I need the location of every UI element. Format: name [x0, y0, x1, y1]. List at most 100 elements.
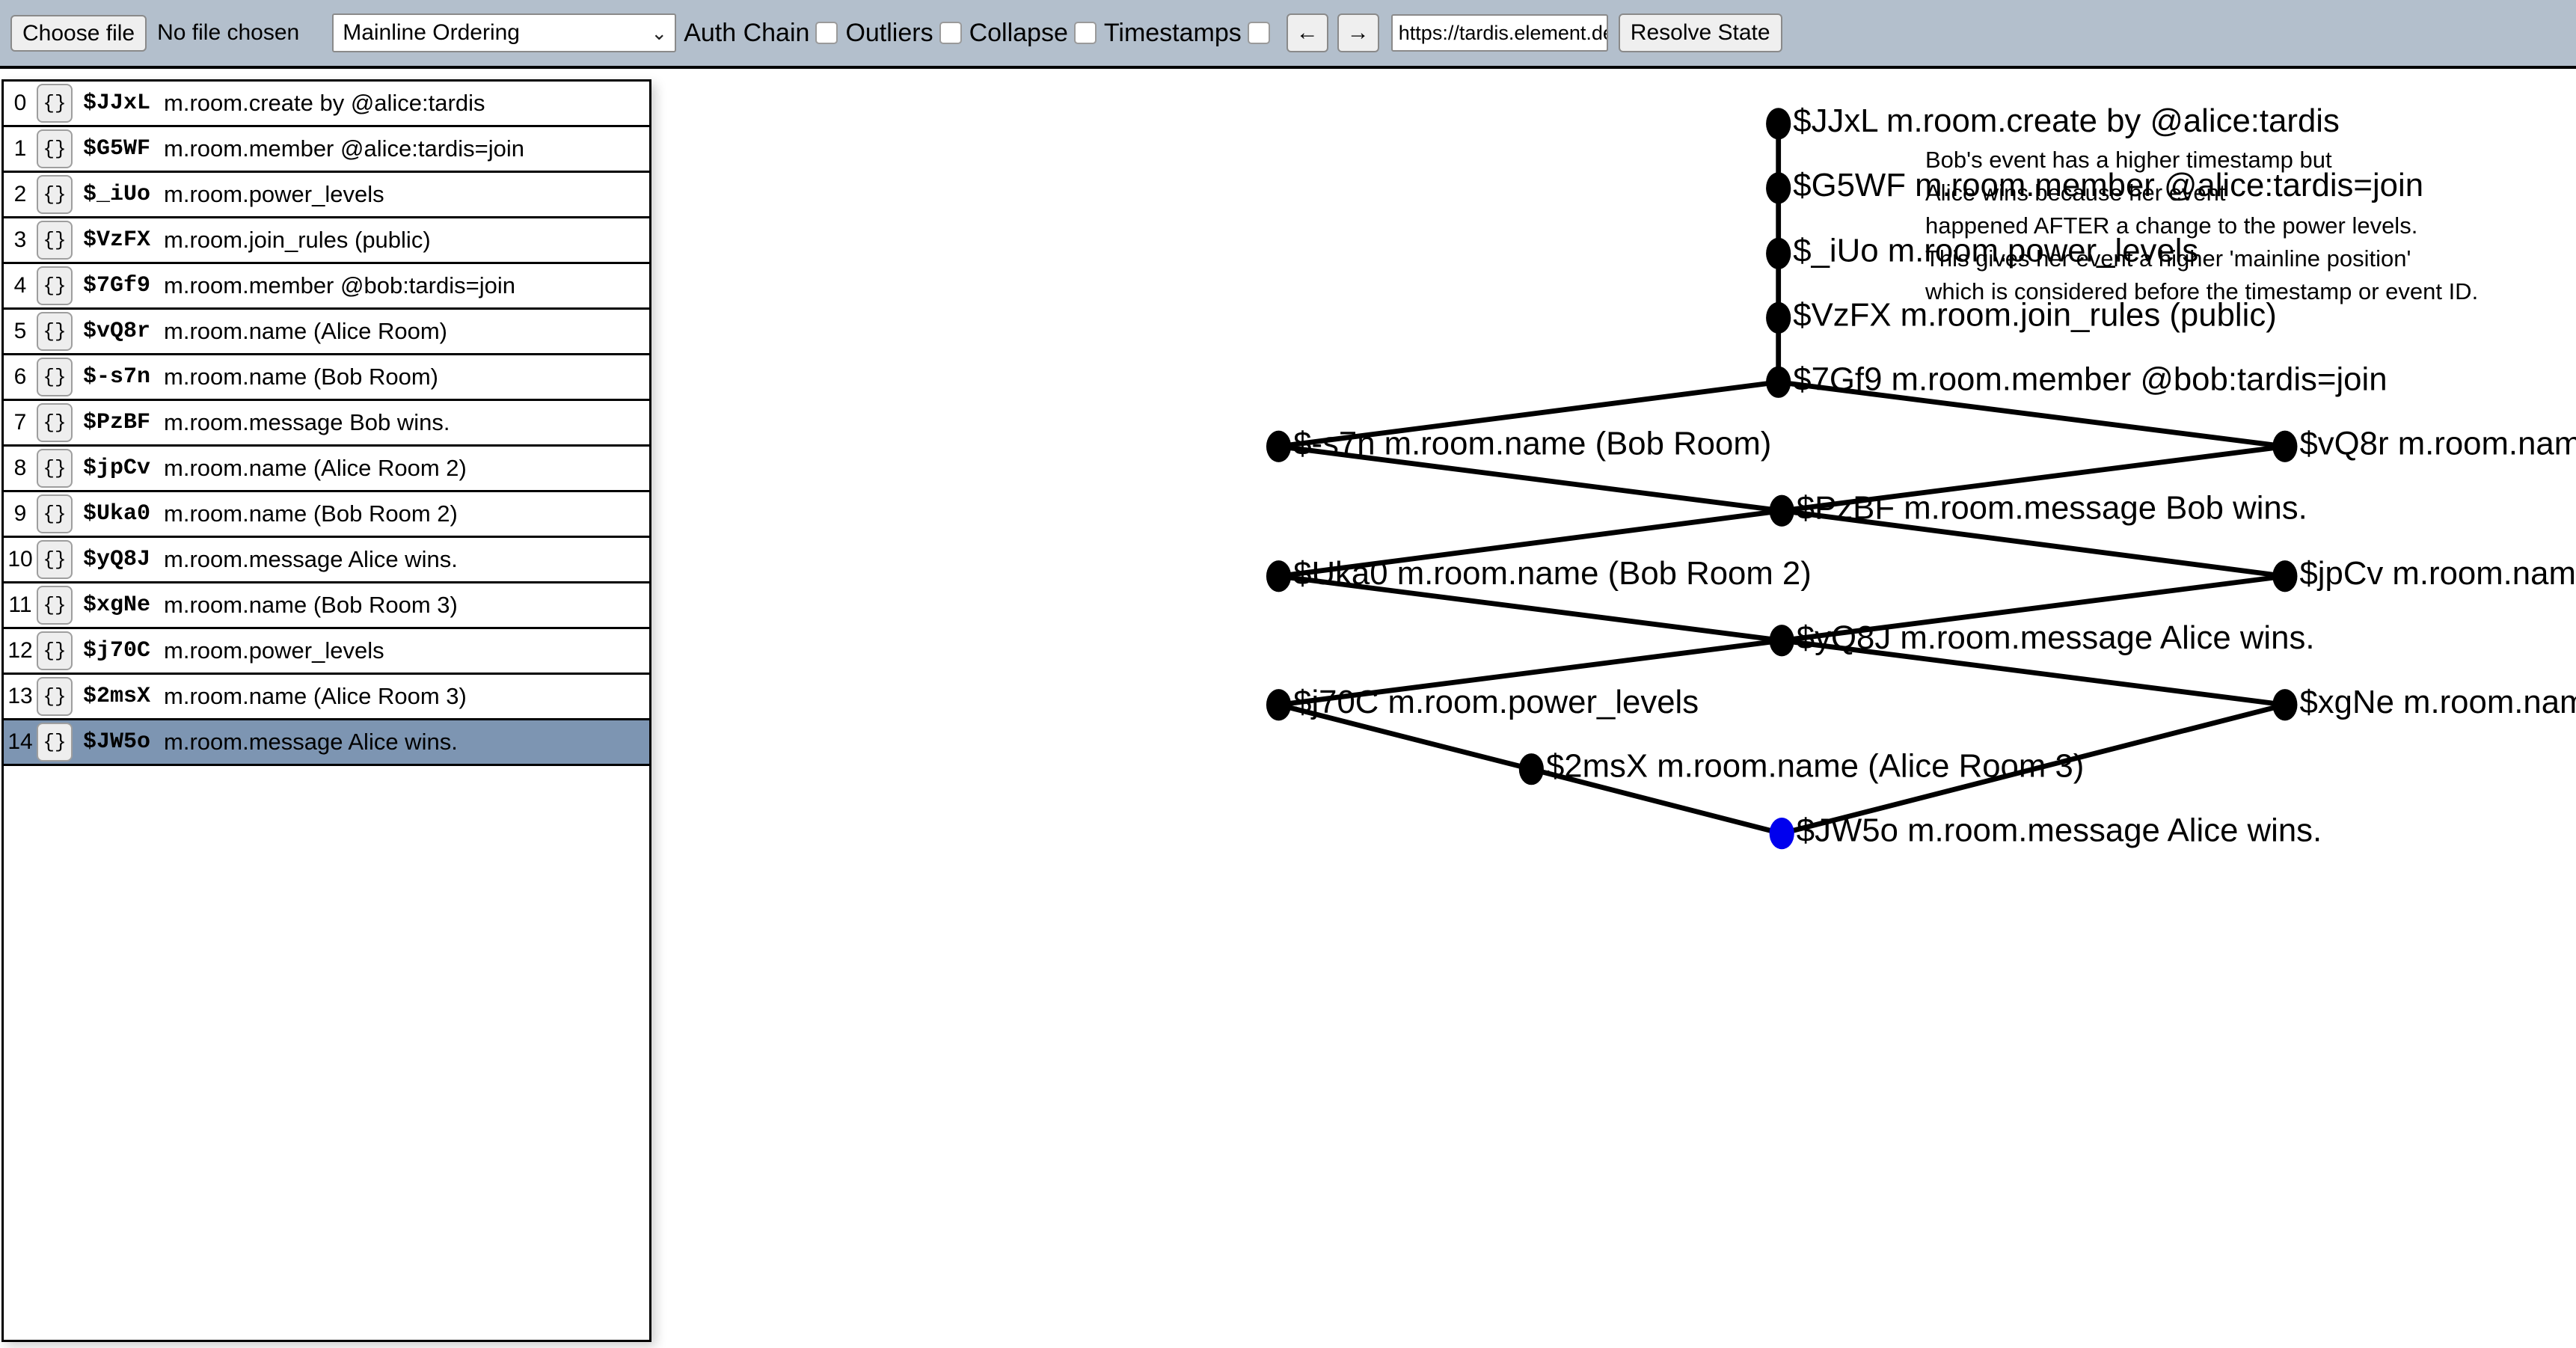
event-json-button[interactable]: {}: [37, 586, 73, 625]
graph-node-dot[interactable]: [1766, 237, 1791, 269]
event-row-description: m.room.create by @alice:tardis: [164, 90, 485, 116]
graph-node-dot[interactable]: [1766, 172, 1791, 204]
event-row-index: 14: [7, 729, 33, 754]
outliers-checkbox[interactable]: [939, 22, 962, 44]
graph-node-dot[interactable]: [1518, 753, 1544, 785]
auth-chain-checkbox[interactable]: [815, 22, 838, 44]
graph-node-dot[interactable]: [1266, 560, 1292, 592]
graph-edge: [1278, 508, 1782, 579]
collapse-label: Collapse: [969, 18, 1068, 47]
graph-node-label: $JJxL m.room.create by @alice:tardis: [1793, 102, 2340, 139]
graph-node[interactable]: $JJxL m.room.create by @alice:tardis: [1766, 102, 2340, 140]
graph-node[interactable]: $j70C m.room.power_levels: [1266, 684, 1699, 721]
graph-node[interactable]: $jpCv m.room.name (Alice Room 2): [2272, 555, 2576, 592]
graph-node-label: $PzBF m.room.message Bob wins.: [1797, 489, 2307, 526]
graph-node-dot[interactable]: [1769, 625, 1794, 657]
graph-node[interactable]: $_iUo m.room.power_levels: [1766, 232, 2198, 269]
event-row-description: m.room.name (Alice Room 2): [164, 455, 467, 481]
timestamps-checkbox[interactable]: [1247, 22, 1270, 44]
event-json-button[interactable]: {}: [37, 175, 73, 214]
graph-node[interactable]: $7Gf9 m.room.member @bob:tardis=join: [1766, 361, 2388, 398]
graph-node[interactable]: $-s7n m.room.name (Bob Room): [1266, 425, 1771, 462]
annotation-line: which is considered before the timestamp…: [1925, 278, 2479, 304]
event-json-button[interactable]: {}: [37, 677, 73, 716]
graph-node[interactable]: $Uka0 m.room.name (Bob Room 2): [1266, 555, 1812, 592]
arrow-right-icon[interactable]: →: [1337, 13, 1379, 52]
outliers-label: Outliers: [845, 18, 933, 47]
graph-node[interactable]: $JW5o m.room.message Alice wins.: [1769, 812, 2322, 850]
resolve-state-button[interactable]: Resolve State: [1618, 13, 1782, 52]
event-row-description: m.room.name (Alice Room): [164, 318, 447, 344]
event-row-description: m.room.name (Bob Room 3): [164, 592, 458, 618]
event-json-button[interactable]: {}: [37, 312, 73, 351]
event-row-index: 4: [13, 273, 27, 298]
event-row-id: $yQ8J: [83, 547, 151, 572]
graph-node-selected-dot[interactable]: [1769, 818, 1794, 850]
event-json-button[interactable]: {}: [37, 449, 73, 488]
graph-edge: [1781, 444, 2286, 514]
event-row-id: $PzBF: [83, 410, 151, 435]
arrow-left-icon[interactable]: ←: [1286, 13, 1328, 52]
graph-node-dot[interactable]: [2272, 430, 2298, 462]
event-json-button[interactable]: {}: [37, 403, 73, 442]
graph-node[interactable]: $VzFX m.room.join_rules (public): [1766, 296, 2277, 334]
event-json-button[interactable]: {}: [37, 358, 73, 396]
event-row-description: m.room.message Bob wins.: [164, 409, 450, 435]
graph-node-dot[interactable]: [1266, 430, 1292, 462]
graph-node-label: $yQ8J m.room.message Alice wins.: [1797, 619, 2315, 656]
graph-node-dot[interactable]: [1766, 108, 1791, 140]
collapse-checkbox[interactable]: [1073, 22, 1097, 44]
graph-node-dot[interactable]: [1766, 366, 1791, 398]
event-json-button[interactable]: {}: [37, 84, 73, 123]
event-json-button[interactable]: {}: [37, 723, 73, 762]
graph-node-dot[interactable]: [2272, 689, 2298, 721]
timestamps-label: Timestamps: [1103, 18, 1242, 47]
event-json-button[interactable]: {}: [37, 129, 73, 168]
graph-edge: [1781, 637, 2286, 708]
graph-edge: [1278, 573, 1782, 643]
event-json-button[interactable]: {}: [37, 221, 73, 260]
graph-node-label: $VzFX m.room.join_rules (public): [1793, 296, 2276, 333]
event-json-button[interactable]: {}: [37, 631, 73, 670]
choose-file-button[interactable]: Choose file: [10, 14, 147, 52]
event-row-index: 5: [13, 319, 27, 343]
graph-node[interactable]: $vQ8r m.room.name (Alice Room): [2272, 425, 2576, 462]
event-dag-graph[interactable]: $JJxL m.room.create by @alice:tardis $G5W…: [658, 72, 2576, 1348]
graph-node[interactable]: $G5WF m.room.member @alice:tardis=join: [1766, 167, 2423, 204]
graph-node-dot[interactable]: [1769, 494, 1794, 527]
graph-node[interactable]: $2msX m.room.name (Alice Room 3): [1518, 748, 2085, 785]
event-row-index: 2: [13, 182, 27, 206]
event-json-button[interactable]: {}: [37, 540, 73, 579]
event-row-id: $-s7n: [83, 364, 151, 390]
event-json-button[interactable]: {}: [37, 494, 73, 533]
graph-node-dot[interactable]: [2272, 560, 2298, 592]
graph-node[interactable]: $xgNe m.room.name (Bob Room 3): [2272, 684, 2576, 721]
event-json-button[interactable]: {}: [37, 266, 73, 305]
url-input[interactable]: https://tardis.element.dev: [1390, 14, 1608, 52]
graph-node[interactable]: $yQ8J m.room.message Alice wins.: [1769, 619, 2315, 657]
ordering-select[interactable]: Mainline Ordering ⌄: [332, 13, 677, 52]
event-row-id: $jpCv: [83, 456, 151, 481]
graph-node-dot[interactable]: [1766, 301, 1791, 334]
graph-node-label: $Uka0 m.room.name (Bob Room 2): [1293, 555, 1812, 592]
graph-node[interactable]: $PzBF m.room.message Bob wins.: [1769, 489, 2307, 527]
event-row-description: m.room.message Alice wins.: [164, 546, 458, 572]
graph-node-dot[interactable]: [1266, 689, 1292, 721]
event-row-id: $2msX: [83, 684, 151, 709]
